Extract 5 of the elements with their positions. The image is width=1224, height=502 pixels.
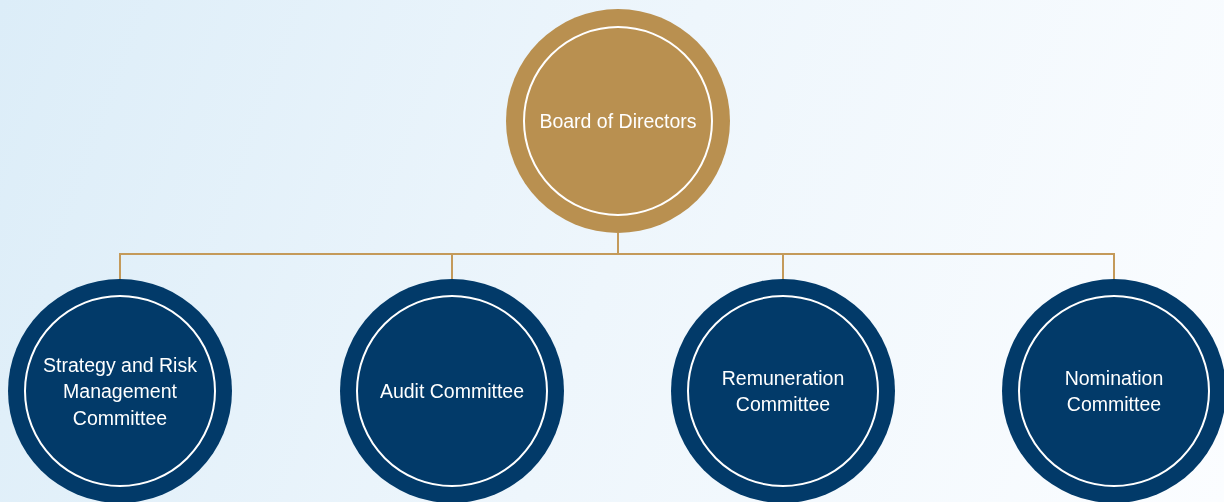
node-label: Strategy and Risk Management Committee — [42, 352, 198, 431]
node-label: Board of Directors — [538, 108, 698, 134]
node-label: Audit Committee — [378, 378, 526, 404]
node-label: Remuneration Committee — [720, 365, 846, 417]
node-label: Nomination Committee — [1063, 365, 1165, 417]
